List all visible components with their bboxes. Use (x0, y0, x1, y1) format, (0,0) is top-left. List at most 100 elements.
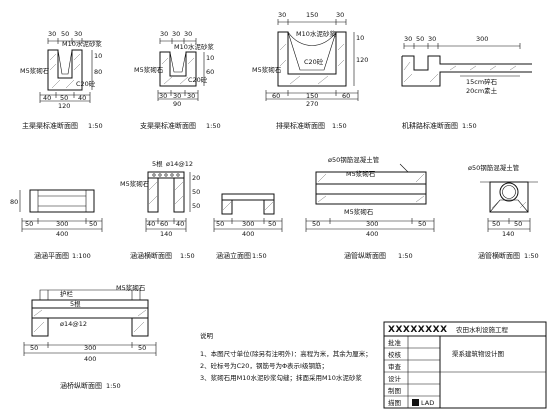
cad-icon (412, 399, 419, 406)
note-3: 3、浆砌石用M10水泥砂浆勾缝；抹面采用M10水泥砂浆 (200, 373, 362, 382)
culvert-section-title: 涵涵横断面图 (130, 251, 172, 260)
row-draft: 制图 (388, 386, 401, 395)
label-m5: M5浆砌石 (120, 179, 150, 188)
dim-2: 60 (160, 220, 168, 228)
dim-1: 50 (216, 220, 224, 228)
label-c20: C20砼 (188, 75, 208, 84)
dim-top-3: 30 (184, 30, 192, 38)
dim-total: 400 (366, 230, 378, 238)
culvert-plan-title: 涵涵平面图 (34, 251, 69, 260)
pipe-culvert-cross-scale: 1:50 (524, 252, 539, 260)
label-railing: 护栏 (60, 289, 74, 298)
dim-1: 50 (492, 220, 500, 228)
label-m5: M5浆砌石 (116, 283, 146, 292)
branch-channel-section: 30 30 30 M10水泥砂浆 M5浆砌石 C20砼 10 60 30 30 … (134, 30, 221, 130)
label-c20: C20砼 (304, 57, 324, 66)
note-1: 1、本图尺寸单位(除另有注明外)：高程为米，其余为厘米； (200, 349, 372, 358)
dim-top-1: 30 (404, 35, 412, 43)
dim-3: 50 (268, 220, 276, 228)
bridge-section-scale: 1:50 (106, 382, 121, 390)
label-pipe: ø50钢筋混凝土管 (328, 155, 380, 164)
label-m10: M10水泥砂浆 (174, 42, 214, 51)
dim-total: 120 (58, 102, 70, 110)
label-soil: 20cm素土 (466, 86, 498, 95)
dim-side-2: 80 (94, 68, 102, 76)
drawing-name: 渠系建筑物设计图 (452, 349, 504, 358)
dim-1: 50 (312, 220, 320, 228)
dim-3: 50 (89, 220, 97, 228)
dim-top-3: 30 (428, 35, 436, 43)
dim-total: 400 (84, 355, 96, 363)
drain-channel-section: 30 150 30 M10水泥砂浆 M5浆砌石 C20砼 10 120 60 1… (252, 11, 368, 130)
branch-channel-title: 支渠渠标准断面图 (140, 121, 196, 130)
dim-side-1: 10 (206, 54, 214, 62)
farm-road-scale: 1:50 (462, 122, 477, 130)
label-bars: 5根 (152, 159, 163, 168)
label-gravel: 15cm碎石 (466, 77, 498, 86)
main-channel-section: 30 50 30 M10水泥砂浆 M5浆砌石 C20砼 10 80 40 50 … (20, 30, 103, 130)
dim-bottom-3: 30 (187, 92, 195, 100)
dim-total: 270 (306, 100, 318, 108)
label-m5-top: M5浆砌石 (346, 169, 376, 178)
label-m5: M5浆砌石 (134, 65, 164, 74)
dim-bottom-2: 30 (173, 92, 181, 100)
culvert-plan-scale: 1:100 (72, 252, 91, 260)
dim-side-1: 50 (192, 188, 200, 196)
dim-total: 140 (160, 230, 172, 238)
culvert-elevation: 50 300 50 400 涵涵立面图 1:50 (213, 193, 283, 260)
label-m10: M10水泥砂浆 (296, 29, 336, 38)
dim-top-3: 30 (336, 11, 344, 19)
project-name: 农田水利设施工程 (456, 325, 509, 334)
pipe-culvert-section-title: 涵管纵断面图 (344, 251, 386, 260)
pipe-culvert-section: ø50钢筋混凝土管 M5浆砌石 M5浆砌石 50 300 50 400 涵管纵断… (305, 155, 435, 260)
dim-top-2: 50 (416, 35, 424, 43)
dim-2: 300 (242, 220, 254, 228)
dim-2: 50 (514, 220, 522, 228)
dim-bottom-1: 30 (159, 92, 167, 100)
dim-side-3: 20 (192, 174, 200, 182)
pipe-culvert-cross: ø50钢筋混凝土管 50 50 140 涵管横断面图 1:50 (468, 163, 539, 260)
farm-road-title: 机耕路标准断面图 (402, 121, 458, 130)
drain-channel-scale: 1:50 (332, 122, 347, 130)
dim-side-2: 50 (192, 202, 200, 210)
dim-bottom-1: 40 (43, 94, 51, 102)
dim-bottom-2: 50 (60, 94, 68, 102)
notes-heading: 说明 (200, 331, 214, 340)
label-c20: C20砼 (76, 79, 96, 88)
dim-2: 300 (84, 344, 96, 352)
row-check: 校核 (388, 350, 402, 359)
label-m5: M5浆砌石 (252, 65, 282, 74)
title-block: XXXXXXXX 农田水利设施工程 批准 校核 审查 设计 制图 描图 渠系建筑… (383, 321, 547, 409)
row-design: 设计 (388, 374, 402, 383)
label-m10: M10水泥砂浆 (62, 39, 102, 48)
row-review: 审查 (388, 362, 402, 371)
dim-3: 40 (176, 220, 184, 228)
culvert-section-scale: 1:50 (180, 252, 195, 260)
pipe-culvert-cross-title: 涵管横断面图 (478, 251, 520, 260)
dim-bottom-2: 150 (306, 92, 318, 100)
label-rebar: ø14@12 (60, 320, 87, 328)
dim-side: 80 (10, 198, 18, 206)
label-m5-bottom: M5浆砌石 (344, 207, 374, 216)
dim-2: 300 (366, 220, 378, 228)
dim-top-2: 150 (306, 11, 318, 19)
label-pipe: ø50钢筋混凝土管 (468, 163, 520, 172)
label-bars: 5根 (70, 299, 81, 308)
dim-top-2: 30 (172, 30, 180, 38)
dim-1: 50 (30, 344, 38, 352)
dim-bottom-3: 60 (342, 92, 350, 100)
dim-top-4: 300 (476, 35, 488, 43)
drain-channel-title: 排渠标准断面图 (276, 121, 325, 130)
dim-bottom-1: 60 (272, 92, 280, 100)
dim-top-2: 50 (61, 30, 69, 38)
main-channel-scale: 1:50 (88, 122, 103, 130)
dim-total: 140 (502, 230, 514, 238)
branch-channel-scale: 1:50 (206, 122, 221, 130)
row-trace: 描图 (388, 398, 401, 407)
dim-top-1: 30 (278, 11, 286, 19)
dim-side-1: 10 (356, 34, 364, 42)
company-name: XXXXXXXX (388, 325, 448, 335)
dim-2: 300 (56, 220, 68, 228)
dim-3: 50 (418, 220, 426, 228)
